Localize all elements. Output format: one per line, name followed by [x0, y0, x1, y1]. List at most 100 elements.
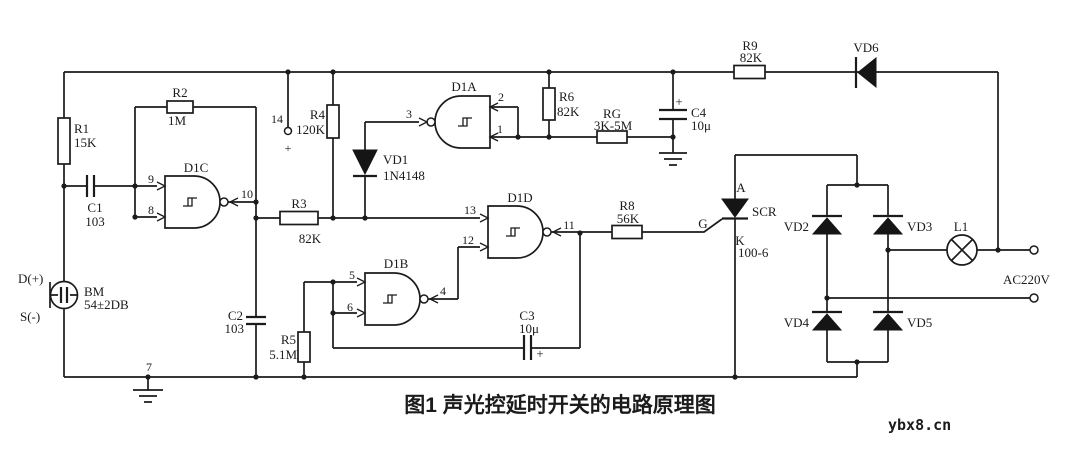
- d1a-pin1: 1: [497, 122, 503, 136]
- scr-gate-label: G: [698, 216, 707, 231]
- vd4-ref: VD4: [784, 315, 810, 330]
- ac-voltage-label: AC220V: [1003, 272, 1051, 287]
- ic-power-pin-14: 14 +: [271, 112, 293, 155]
- d1b-label: D1B: [384, 256, 409, 271]
- r2-ref: R2: [172, 85, 187, 100]
- ic-ground-pin-7: 7: [133, 360, 163, 403]
- diode-vd3: VD3: [872, 214, 932, 235]
- r6-ref: R6: [559, 89, 575, 104]
- diode-vd5: VD5: [872, 310, 932, 331]
- scr-thyristor: A SCR K 100-6 G: [698, 180, 777, 260]
- gate-d1c: D1C 9 8 10: [148, 160, 253, 229]
- vd1-value: 1N4148: [383, 168, 425, 183]
- r6-value: 82K: [557, 104, 580, 119]
- mic-drain-label: D(+): [18, 271, 43, 286]
- ac-terminals: AC220V: [1003, 245, 1051, 303]
- capacitor-c1: C1 103: [85, 175, 105, 229]
- r3-ref: R3: [291, 196, 306, 211]
- c4-ref: C4: [691, 105, 707, 120]
- figure-caption: 图1 声光控延时开关的电路原理图: [404, 393, 716, 417]
- d1a-pin2: 2: [498, 90, 504, 104]
- d1a-pin3: 3: [406, 107, 412, 121]
- c1-value: 103: [85, 214, 105, 229]
- rg-value: 3K-5M: [594, 118, 633, 133]
- r4-value: 120K: [296, 122, 326, 137]
- diode-vd6: VD6: [853, 40, 879, 89]
- r8-ref: R8: [619, 198, 634, 213]
- pin7-label: 7: [146, 360, 152, 374]
- c1-ref: C1: [87, 200, 102, 215]
- c4-value: 10μ: [691, 118, 711, 133]
- vd2-ref: VD2: [784, 219, 809, 234]
- d1b-pin5: 5: [349, 268, 355, 282]
- mic-value: 54±2DB: [84, 297, 129, 312]
- d1c-pin8: 8: [148, 203, 154, 217]
- resistor-r9: R9 82K: [733, 38, 766, 80]
- d1c-label: D1C: [184, 160, 209, 175]
- c2-ref: C2: [228, 308, 243, 323]
- lamp-l1: L1: [946, 219, 978, 266]
- diode-vd2: VD2: [784, 214, 843, 235]
- r8-value: 56K: [617, 211, 640, 226]
- vd1-ref: VD1: [383, 152, 408, 167]
- d1c-pin10: 10: [241, 187, 253, 201]
- c2-value: 103: [225, 321, 245, 336]
- rg-ref: RG: [603, 106, 621, 121]
- vd6-ref: VD6: [853, 40, 879, 55]
- d1d-pin12: 12: [462, 233, 474, 247]
- d1b-pin6: 6: [347, 300, 353, 314]
- d1d-pin11: 11: [563, 218, 575, 232]
- resistor-r2: R2 1M: [166, 85, 194, 128]
- r5-value: 5.1M: [269, 347, 297, 362]
- gate-d1b: D1B 5 6 4: [347, 256, 446, 326]
- pin14-plus: +: [285, 141, 292, 155]
- capacitor-c2: C2 103: [225, 308, 266, 336]
- d1b-pin4: 4: [440, 284, 446, 298]
- mic-source-label: S(-): [20, 309, 40, 324]
- gate-d1d: D1D 13 12 11: [462, 190, 575, 259]
- c4-polarity: +: [675, 94, 682, 109]
- vd5-ref: VD5: [907, 315, 932, 330]
- r3-value: 82K: [299, 231, 322, 246]
- l1-ref: L1: [954, 219, 968, 234]
- scr-cathode-label: K: [735, 233, 745, 248]
- r1-value: 15K: [74, 135, 97, 150]
- junction-dots: [61, 69, 1001, 380]
- resistor-r8: R8 56K: [611, 198, 643, 240]
- gate-d1a: D1A 3 2 1: [406, 79, 504, 149]
- r9-value: 82K: [740, 50, 763, 65]
- capacitor-c4: + C4 10μ: [659, 94, 711, 133]
- scr-anode-label: A: [736, 180, 746, 195]
- diode-vd1: VD1 1N4148: [352, 149, 425, 183]
- mic-ref: BM: [84, 284, 105, 299]
- c3-polarity: +: [536, 346, 543, 361]
- d1d-label: D1D: [507, 190, 532, 205]
- r2-value: 1M: [168, 113, 187, 128]
- r9-ref: R9: [742, 38, 757, 53]
- d1c-pin9: 9: [148, 172, 154, 186]
- circuit-wiring: [63, 71, 1030, 390]
- d1a-label: D1A: [451, 79, 477, 94]
- ground-symbol-c4: [659, 152, 687, 166]
- microphone-bm: D(+) S(-) BM 54±2DB: [18, 271, 129, 324]
- resistor-r6: R6 82K: [542, 87, 580, 121]
- pin14-label: 14: [271, 112, 283, 126]
- resistor-r5: R5 5.1M: [269, 331, 311, 363]
- scr-value: 100-6: [738, 245, 769, 260]
- r5-ref: R5: [281, 332, 296, 347]
- r1-ref: R1: [74, 121, 89, 136]
- resistor-r1: R1 15K: [57, 117, 97, 165]
- scr-ref: SCR: [752, 204, 777, 219]
- d1d-pin13: 13: [464, 203, 476, 217]
- resistor-r3: R3 82K: [279, 196, 322, 246]
- vd3-ref: VD3: [907, 219, 932, 234]
- ground-symbol: [133, 389, 163, 403]
- r4-ref: R4: [310, 107, 326, 122]
- resistor-rg: RG 3K-5M: [594, 106, 633, 144]
- capacitor-c3: C3 10μ +: [519, 308, 544, 361]
- c3-value: 10μ: [519, 321, 539, 336]
- resistor-r4: R4 120K: [296, 104, 340, 139]
- c3-ref: C3: [519, 308, 534, 323]
